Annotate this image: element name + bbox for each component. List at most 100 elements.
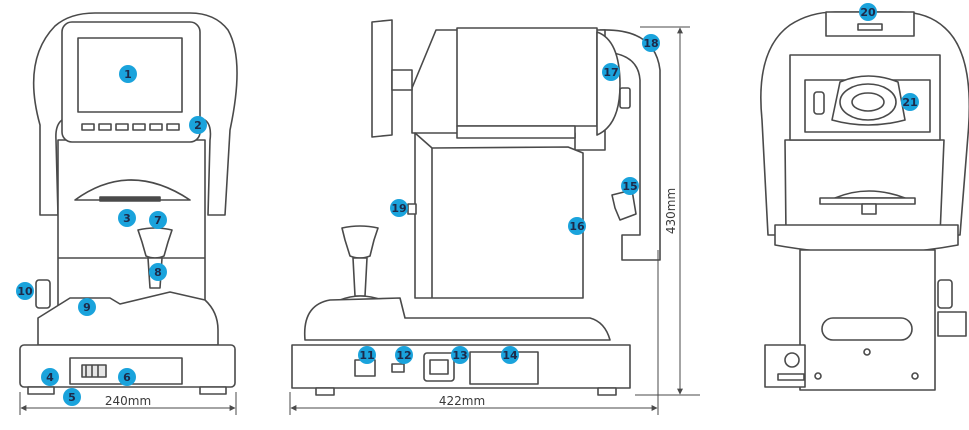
callout-badge [118,209,136,227]
rear-top-slot [857,23,883,31]
callout-badge [602,63,620,81]
callout-badge [41,368,59,386]
callout-number: 2 [194,119,202,132]
callout-number: 17 [603,66,618,79]
callout-16: 16 [568,217,586,235]
height-label: 430mm [664,188,678,234]
callout-11: 11 [358,346,376,364]
callout-badge [390,199,408,217]
rear-handle-slot [821,317,913,341]
callout-7: 7 [149,211,167,229]
rear-screw [911,372,919,380]
side-knob [35,279,51,309]
panel-button [132,123,146,131]
callout-number: 11 [359,349,374,362]
callout-9: 9 [78,298,96,316]
callout-20: 20 [859,3,877,21]
callout-10: 10 [16,282,34,300]
side-base [291,344,631,389]
front-column [57,139,206,316]
callout-number: 21 [902,96,917,109]
callout-number: 8 [154,266,162,279]
callout-badge [16,282,34,300]
rear-view [760,11,969,391]
callout-14: 14 [501,346,519,364]
printer-cover [74,179,191,201]
callout-3: 3 [118,209,136,227]
callout-number: 12 [396,349,411,362]
callout-number: 9 [83,301,91,314]
side-lower-housing [303,297,611,341]
rear-base-knob [784,352,800,368]
callout-number: 16 [569,220,585,233]
front-view [19,12,238,395]
callout-number: 13 [452,349,467,362]
callout-6: 6 [118,368,136,386]
callout-number: 6 [123,371,131,384]
side-rear-knob [619,87,631,109]
side-view [291,19,661,396]
callout-12: 12 [395,346,413,364]
callout-badge [63,388,81,406]
callout-15: 15 [621,177,639,195]
dimension-lines [19,26,700,415]
side-button-19 [407,203,417,215]
callout-badge [501,346,519,364]
panel-button [166,123,180,131]
callout-badge [395,346,413,364]
forehead-plate [371,19,393,138]
rear-chin-bar [819,197,916,205]
callout-18: 18 [642,34,660,52]
rear-lens-inner [851,92,885,112]
callout-number: 1 [124,68,132,81]
side-foot-left [315,387,335,396]
power-inlet-inner [429,359,449,375]
base-lock-knob [81,364,107,378]
callout-2: 2 [189,116,207,134]
callout-badge [119,65,137,83]
front-panel-buttons [81,123,180,131]
panel-button [81,123,95,131]
front-foot-right [199,386,227,395]
callout-badge [189,116,207,134]
callout-17: 17 [602,63,620,81]
callout-badge [118,368,136,386]
callout-number: 7 [154,214,162,227]
side-column [414,132,584,299]
callout-number: 14 [502,349,518,362]
callout-1: 1 [119,65,137,83]
rear-chin-post [861,203,877,215]
rear-side-block [937,311,967,337]
callout-number: 4 [46,371,54,384]
plate-arm [391,69,413,91]
callout-badge [78,298,96,316]
callout-badge [149,263,167,281]
callout-badge [451,346,469,364]
side-head-inset [456,125,576,139]
callout-badge [621,177,639,195]
callout-number: 20 [860,6,876,19]
callout-21: 21 [901,93,919,111]
side-depth-label: 422mm [439,394,485,408]
callout-19: 19 [390,199,408,217]
callout-8: 8 [149,263,167,281]
callout-4: 4 [41,368,59,386]
callout-badge [358,346,376,364]
callout-number: 19 [391,202,406,215]
port-12 [391,363,405,373]
chinrest-arm [599,29,661,261]
callout-13: 13 [451,346,469,364]
callout-number: 5 [68,391,76,404]
callout-badge [642,34,660,52]
side-foot-right [597,387,617,396]
panel-button [98,123,112,131]
callout-number: 15 [622,180,637,193]
rear-base-slot [777,373,805,381]
front-foot-left [27,386,55,395]
side-top-panel [456,27,598,127]
panel-button [115,123,129,131]
front-width-label: 240mm [105,394,151,408]
